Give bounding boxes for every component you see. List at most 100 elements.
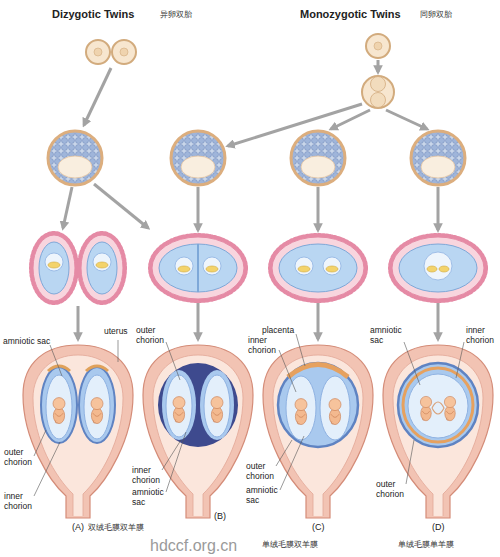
uterus-panel-a [41, 367, 77, 443]
type-caption: 单绒毛膜单羊膜 [398, 541, 454, 550]
part-label: outer chorion [136, 326, 170, 345]
uterus-panel: (A) [22, 344, 134, 540]
development-arrows [377, 60, 380, 72]
leader-lines [50, 345, 62, 376]
uterus-panel-b [158, 363, 238, 447]
panel-letter: (C) [312, 522, 325, 532]
development-arrows [317, 187, 320, 230]
implanted-embryos [439, 266, 449, 272]
part-label: inner chorion [132, 466, 166, 485]
uterus-panel-a [48, 366, 108, 371]
implanted-embryos [427, 266, 437, 272]
implanted-embryos [151, 236, 245, 300]
development-arrows [437, 302, 440, 339]
leader-lines [406, 440, 414, 484]
zygotes [366, 34, 390, 58]
uterus-panel-d [398, 363, 478, 447]
implanted-embryos [93, 253, 111, 271]
leader-lines [34, 430, 46, 456]
uterus-panel-b [162, 370, 196, 440]
uterus-panel-d [432, 402, 444, 414]
uterus-panel-a [23, 345, 133, 518]
development-arrows [84, 68, 111, 125]
uterus-panel-b [204, 375, 230, 437]
development-arrows [197, 302, 200, 339]
panel-letter: (D) [432, 522, 445, 532]
implanted-embryos [271, 236, 365, 300]
uterus-panel-c [263, 345, 373, 518]
uterus-panel-c [263, 345, 373, 518]
part-label: outer chorion [246, 462, 280, 481]
implanted-embryos [80, 234, 124, 302]
zygotes [371, 93, 386, 108]
implanted-embryos [45, 253, 63, 271]
panel-letter: (B) [214, 511, 226, 521]
zygotes [86, 40, 110, 64]
leader-lines [404, 342, 420, 385]
part-label: inner chorion [466, 326, 498, 345]
part-label: inner chorion [4, 492, 38, 511]
implanted-embryos [424, 252, 452, 280]
implanted-embryos [295, 257, 313, 275]
uterus-panel-d [403, 368, 473, 442]
implanted-embryos [197, 244, 199, 292]
implanted-embryos [203, 257, 221, 275]
part-label: amniotic sac [246, 486, 282, 505]
leader-lines [34, 334, 464, 496]
implanted-embryos [391, 236, 485, 300]
part-label: uterus [104, 327, 128, 337]
development-arrows [437, 187, 440, 230]
blastocysts [291, 131, 345, 185]
leader-lines [34, 442, 60, 496]
uterus-panel: (C) [262, 344, 374, 540]
uterus-panel-b [173, 397, 185, 423]
part-label: outer chorion [376, 480, 410, 499]
leader-lines [118, 340, 119, 362]
uterus-panel-a [91, 398, 103, 424]
implanted-embryos [175, 257, 193, 275]
uterus-panel-b [200, 370, 234, 440]
leader-lines [276, 440, 292, 466]
uterus-panel-d [444, 396, 455, 420]
type-caption: 单绒毛膜双羊膜 [262, 541, 318, 550]
leader-lines [456, 342, 464, 378]
leader-lines [166, 432, 186, 492]
development-arrows [386, 110, 427, 129]
part-label: amniotic sac [3, 337, 50, 347]
uterus-panel-a [84, 375, 110, 439]
uterus-panel-c [286, 376, 316, 440]
development-arrows [63, 187, 72, 228]
type-caption: 双绒毛膜双羊膜 [88, 524, 144, 533]
leader-lines [166, 342, 180, 380]
zygotes [374, 42, 382, 50]
zygotes [362, 76, 394, 108]
zygotes [94, 48, 102, 56]
uterus-panel-b [166, 375, 192, 437]
leader-lines [296, 334, 305, 366]
uterus-panel-a [79, 367, 115, 443]
zygotes [86, 34, 394, 108]
watermark: hdccf.org.cn [150, 537, 237, 555]
leader-lines [279, 350, 296, 392]
development-arrows [63, 60, 438, 339]
group-heading: Dizygotic Twins [52, 8, 134, 20]
implanted-embryos [32, 234, 485, 302]
development-arrows [331, 110, 370, 129]
group-heading: 同卵双胎 [420, 11, 452, 20]
part-label: amniotic sac [132, 488, 168, 507]
zygotes [120, 48, 128, 56]
group-heading: 异卵双胎 [160, 11, 192, 20]
uterus-panel-a [53, 398, 65, 424]
development-arrows [197, 187, 200, 230]
part-label: outer chorion [4, 448, 38, 467]
uterus-panel-c [320, 376, 350, 440]
uterus-panel-c [278, 363, 358, 447]
uterus-panel: (B) [142, 344, 254, 540]
development-arrows [77, 306, 80, 339]
blastocysts [48, 131, 102, 185]
development-arrows [317, 302, 320, 339]
uterus-panel-c [288, 365, 348, 378]
part-label: amniotic sac [370, 326, 406, 345]
blastocysts [171, 131, 225, 185]
